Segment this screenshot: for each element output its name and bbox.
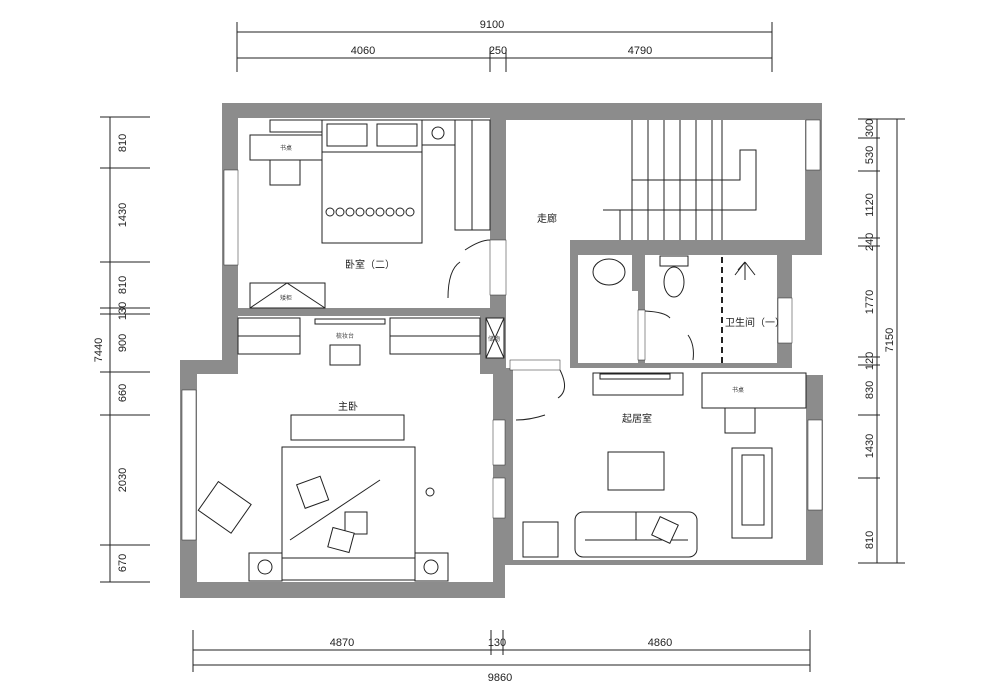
- staircase: [603, 120, 757, 240]
- lamp-icon: [431, 126, 445, 140]
- room-label-bathroom1: 卫生间（一）: [725, 316, 785, 329]
- shelf: [269, 119, 323, 133]
- dim-bottom-total: 9860: [488, 672, 512, 684]
- room-label-living-room: 起居室: [622, 412, 652, 425]
- bedroom2-furniture: [249, 119, 491, 309]
- dim-bottom-seg: 130: [488, 637, 506, 649]
- dim-right-seg: 530: [864, 146, 876, 164]
- nightstand: [421, 119, 456, 146]
- living-room-furniture: [522, 372, 807, 558]
- dim-top-total: 9100: [480, 19, 504, 31]
- toilet-icon: [663, 266, 685, 298]
- dim-bottom-seg: 4870: [330, 637, 354, 649]
- dim-right-seg: 120: [864, 352, 876, 370]
- desk: [249, 134, 323, 161]
- dim-left-seg: 900: [117, 334, 129, 352]
- dim-top-seg: 250: [489, 45, 507, 57]
- furniture-label-desk: 书桌: [280, 144, 292, 152]
- dim-left-total: 7440: [93, 338, 105, 362]
- dim-right-seg: 810: [864, 531, 876, 549]
- dim-right-seg: 240: [864, 233, 876, 251]
- dim-right-seg: 1430: [864, 434, 876, 458]
- wardrobes: [237, 317, 505, 366]
- dim-left-seg: 130: [117, 302, 129, 320]
- dim-left-seg: 1430: [117, 203, 129, 227]
- master-bedroom-furniture: [197, 414, 449, 582]
- dimension-right: 7150 300 530 1120 240 1770 120 830 1430 …: [858, 118, 905, 564]
- armchair: [197, 480, 252, 534]
- dim-top-seg: 4060: [351, 45, 375, 57]
- dim-right-total: 7150: [884, 328, 896, 352]
- shower-icon: [734, 261, 756, 280]
- nightstand-right: [414, 552, 449, 582]
- chair: [269, 159, 301, 186]
- bed-rollers: [325, 207, 415, 217]
- dim-left-seg: 660: [117, 384, 129, 402]
- room-label-corridor: 走廊: [537, 212, 557, 225]
- dim-left-seg: 670: [117, 554, 129, 572]
- coffee-table: [607, 451, 665, 491]
- dim-right-seg: 300: [864, 119, 876, 137]
- dimension-bottom: 4870 130 4860 9860: [192, 630, 811, 684]
- nightstand-left: [248, 552, 283, 582]
- furniture-label-dresser: 梳妆台: [336, 332, 354, 340]
- room-label-bedroom2: 卧室（二）: [345, 258, 395, 271]
- furniture-label-desk-living: 书桌: [732, 386, 744, 394]
- room-label-master-bedroom: 主卧: [338, 400, 358, 413]
- desk-living: [701, 372, 807, 409]
- cabinet: [249, 282, 326, 309]
- dim-top-seg: 4790: [628, 45, 652, 57]
- dimension-top: 9100 4060 250 4790: [236, 19, 773, 72]
- furniture-label-cabinet: 矮柜: [280, 294, 292, 302]
- dim-bottom-seg: 4860: [648, 637, 672, 649]
- dim-left-seg: 810: [117, 276, 129, 294]
- furniture-label-storage: 储物: [488, 335, 500, 343]
- dim-right-seg: 1770: [864, 290, 876, 314]
- dim-left-seg: 2030: [117, 468, 129, 492]
- dim-right-seg: 1120: [864, 193, 876, 217]
- dim-left-seg: 810: [117, 134, 129, 152]
- side-table: [522, 521, 559, 558]
- dimension-left: 7440 810 1430 810 130 900 660 2030 670: [93, 116, 150, 583]
- dim-right-seg: 830: [864, 381, 876, 399]
- bathroom-fixtures: [515, 255, 756, 421]
- sink-icon: [592, 258, 626, 286]
